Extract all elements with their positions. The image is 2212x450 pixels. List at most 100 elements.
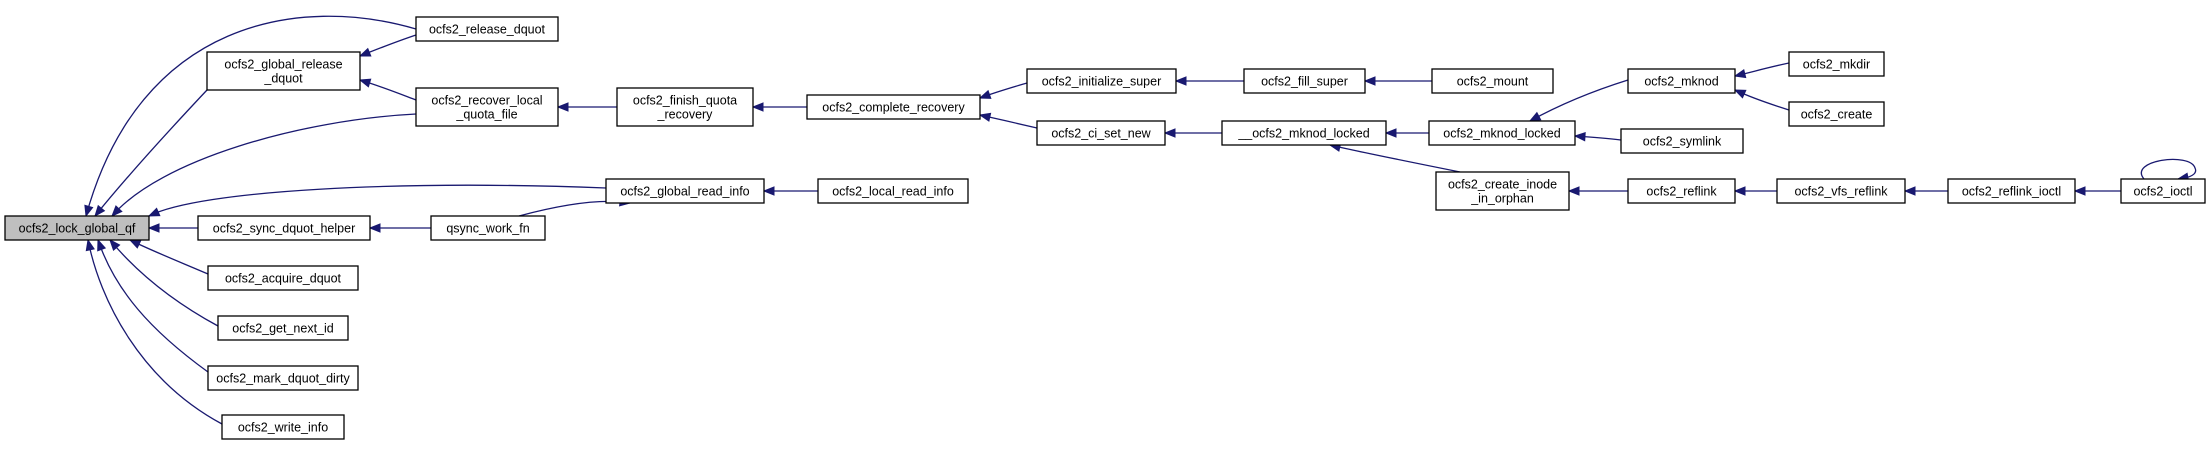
edge-ocfs2-reflink-ioctl-to-ocfs2-vfs-reflink bbox=[1903, 186, 1948, 196]
arrow-head-icon bbox=[1733, 89, 1747, 99]
edge-ocfs2-sync-dquot-helper-to-ocfs2-lock-global-qf bbox=[147, 223, 198, 233]
arrow-head-icon bbox=[762, 186, 775, 196]
node-ocfs2-ci-set-new[interactable]: ocfs2_ci_set_new bbox=[1036, 120, 1166, 146]
node-label: ocfs2_create bbox=[1801, 108, 1873, 122]
node-label: ocfs2_global_read_info bbox=[620, 185, 749, 199]
node-ocfs2-mknod-locked[interactable]: ocfs2_mknod_locked bbox=[1428, 120, 1576, 146]
edge-ocfs2-fill-super-to-ocfs2-initialize-super bbox=[1174, 76, 1244, 86]
node-label: ocfs2_local_read_info bbox=[832, 185, 954, 199]
arrow-head-icon bbox=[1903, 186, 1916, 196]
node-ocfs2-mknod[interactable]: ocfs2_mknod bbox=[1627, 68, 1736, 94]
node-label: ocfs2_get_next_id bbox=[232, 322, 334, 336]
node-label: __ocfs2_mknod_locked bbox=[1237, 127, 1369, 141]
node-label: ocfs2_sync_dquot_helper bbox=[213, 222, 355, 236]
node-ocfs2-mkdir[interactable]: ocfs2_mkdir bbox=[1788, 51, 1885, 77]
node-label: ocfs2_mkdir bbox=[1803, 58, 1870, 72]
node-ocfs2-global-release-dquot[interactable]: ocfs2_global_release_dquot bbox=[206, 51, 361, 91]
node-box bbox=[4, 215, 150, 241]
arrow-head-icon bbox=[1363, 76, 1376, 86]
node-ocfs2-create-inode-in-orphan[interactable]: ocfs2_create_inode_in_orphan bbox=[1435, 171, 1570, 211]
node-qsync-work-fn[interactable]: qsync_work_fn bbox=[430, 215, 546, 241]
node-label: _recovery bbox=[657, 108, 714, 122]
arrow-head-icon bbox=[1733, 186, 1746, 196]
edge-ocfs2-mark-dquot-dirty-to-ocfs2-lock-global-qf bbox=[97, 238, 209, 373]
node-ocfs2-mount[interactable]: ocfs2_mount bbox=[1431, 68, 1554, 94]
node-label: ocfs2_reflink bbox=[1646, 185, 1717, 199]
edge-ocfs2-finish-quota-recovery-to-ocfs2-recover-local-quota-file bbox=[556, 102, 617, 112]
node-ocfs2-vfs-reflink[interactable]: ocfs2_vfs_reflink bbox=[1776, 178, 1906, 204]
node-ocfs2-lock-global-qf[interactable]: ocfs2_lock_global_qf bbox=[4, 215, 150, 241]
arrow-head-icon bbox=[1733, 68, 1747, 79]
node-box bbox=[415, 16, 559, 42]
edge-line bbox=[148, 184, 607, 217]
node-ocfs2-write-info[interactable]: ocfs2_write_info bbox=[221, 414, 345, 440]
node-label: ocfs2_reflink_ioctl bbox=[1962, 185, 2061, 199]
node-ocfs2-get-next-id[interactable]: ocfs2_get_next_id bbox=[217, 315, 349, 341]
arrow-head-icon bbox=[1567, 186, 1580, 196]
edge-line bbox=[129, 239, 209, 275]
node-ocfs2-release-dquot[interactable]: ocfs2_release_dquot bbox=[415, 16, 559, 42]
node-box bbox=[207, 265, 359, 291]
node-box bbox=[817, 178, 969, 204]
edge-line bbox=[2140, 158, 2197, 180]
edge-ocfs2-ioctl-to-ocfs2-reflink-ioctl bbox=[2073, 186, 2121, 196]
edge-ocfs2-write-info-to-ocfs2-lock-global-qf bbox=[85, 238, 223, 425]
node-box bbox=[1947, 178, 2076, 204]
node-ocfs2-create[interactable]: ocfs2_create bbox=[1788, 101, 1885, 127]
node-ocfs2-local-read-info[interactable]: ocfs2_local_read_info bbox=[817, 178, 969, 204]
edge-ocfs2-get-next-id-to-ocfs2-lock-global-qf bbox=[109, 238, 219, 327]
node-label: ocfs2_vfs_reflink bbox=[1794, 185, 1888, 199]
node-label: ocfs2_mark_dquot_dirty bbox=[216, 372, 350, 386]
node-ocfs2-mknod-locked[interactable]: __ocfs2_mknod_locked bbox=[1221, 120, 1387, 146]
node-box bbox=[1788, 101, 1885, 127]
edge-ocfs2-recover-local-quota-file-to-ocfs2-lock-global-qf bbox=[111, 113, 417, 217]
arrow-head-icon bbox=[978, 112, 992, 122]
arrow-head-icon bbox=[1174, 76, 1187, 86]
edge-ocfs2-reflink-to-ocfs2-create-inode-in-orphan bbox=[1567, 186, 1628, 196]
node-ocfs2-sync-dquot-helper[interactable]: ocfs2_sync_dquot_helper bbox=[197, 215, 371, 241]
edge-line bbox=[94, 89, 208, 217]
node-ocfs2-ioctl[interactable]: ocfs2_ioctl bbox=[2120, 178, 2206, 204]
edge-ocfs2-mkdir-to-ocfs2-mknod bbox=[1733, 62, 1790, 79]
edge-line bbox=[109, 239, 219, 327]
arrow-head-icon bbox=[85, 238, 95, 252]
node-ocfs2-mark-dquot-dirty[interactable]: ocfs2_mark_dquot_dirty bbox=[207, 365, 359, 391]
node-ocfs2-global-read-info[interactable]: ocfs2_global_read_info bbox=[605, 178, 765, 204]
node-label: ocfs2_recover_local bbox=[431, 94, 542, 108]
edge-ocfs2-vfs-reflink-to-ocfs2-reflink bbox=[1733, 186, 1777, 196]
node-box bbox=[2120, 178, 2206, 204]
arrow-head-icon bbox=[97, 238, 107, 252]
edge-ocfs2-ci-set-new-to-ocfs2-complete-recovery bbox=[978, 112, 1038, 129]
node-ocfs2-complete-recovery[interactable]: ocfs2_complete_recovery bbox=[806, 94, 981, 120]
node-label: ocfs2_initialize_super bbox=[1042, 75, 1162, 89]
node-box bbox=[1788, 51, 1885, 77]
node-label: ocfs2_release_dquot bbox=[429, 23, 546, 37]
node-ocfs2-symlink[interactable]: ocfs2_symlink bbox=[1620, 128, 1744, 154]
node-box bbox=[197, 215, 371, 241]
edge-ocfs2-ioctl-to-ocfs2-ioctl bbox=[2140, 158, 2197, 182]
edge-ocfs2-local-read-info-to-ocfs2-global-read-info bbox=[762, 186, 818, 196]
node-ocfs2-reflink[interactable]: ocfs2_reflink bbox=[1627, 178, 1736, 204]
node-ocfs2-acquire-dquot[interactable]: ocfs2_acquire_dquot bbox=[207, 265, 359, 291]
edge-ocfs2-acquire-dquot-to-ocfs2-lock-global-qf bbox=[128, 239, 209, 275]
node-box bbox=[806, 94, 981, 120]
node-label: _quota_file bbox=[455, 108, 517, 122]
edge-qsync-work-fn-to-ocfs2-sync-dquot-helper bbox=[368, 223, 431, 233]
edge-ocfs2-release-dquot-to-ocfs2-global-release-dquot bbox=[358, 34, 417, 57]
node-label: ocfs2_complete_recovery bbox=[822, 101, 965, 115]
node-ocfs2-recover-local-quota-file[interactable]: ocfs2_recover_local_quota_file bbox=[415, 87, 559, 127]
node-ocfs2-initialize-super[interactable]: ocfs2_initialize_super bbox=[1026, 68, 1177, 94]
node-label: ocfs2_acquire_dquot bbox=[225, 272, 342, 286]
node-ocfs2-reflink-ioctl[interactable]: ocfs2_reflink_ioctl bbox=[1947, 178, 2076, 204]
node-box bbox=[1435, 171, 1570, 211]
edge-ocfs2-release-dquot-to-ocfs2-lock-global-qf bbox=[84, 15, 417, 218]
node-label: ocfs2_create_inode bbox=[1448, 178, 1557, 192]
node-ocfs2-fill-super[interactable]: ocfs2_fill_super bbox=[1243, 68, 1366, 94]
node-ocfs2-finish-quota-recovery[interactable]: ocfs2_finish_quota_recovery bbox=[616, 87, 754, 127]
node-box bbox=[415, 87, 559, 127]
node-label: ocfs2_finish_quota bbox=[633, 94, 737, 108]
arrow-head-icon bbox=[2073, 186, 2086, 196]
edge-ocfs2-recover-local-quota-file-to-ocfs2-global-release-dquot bbox=[358, 78, 417, 101]
node-label: ocfs2_symlink bbox=[1643, 135, 1722, 149]
